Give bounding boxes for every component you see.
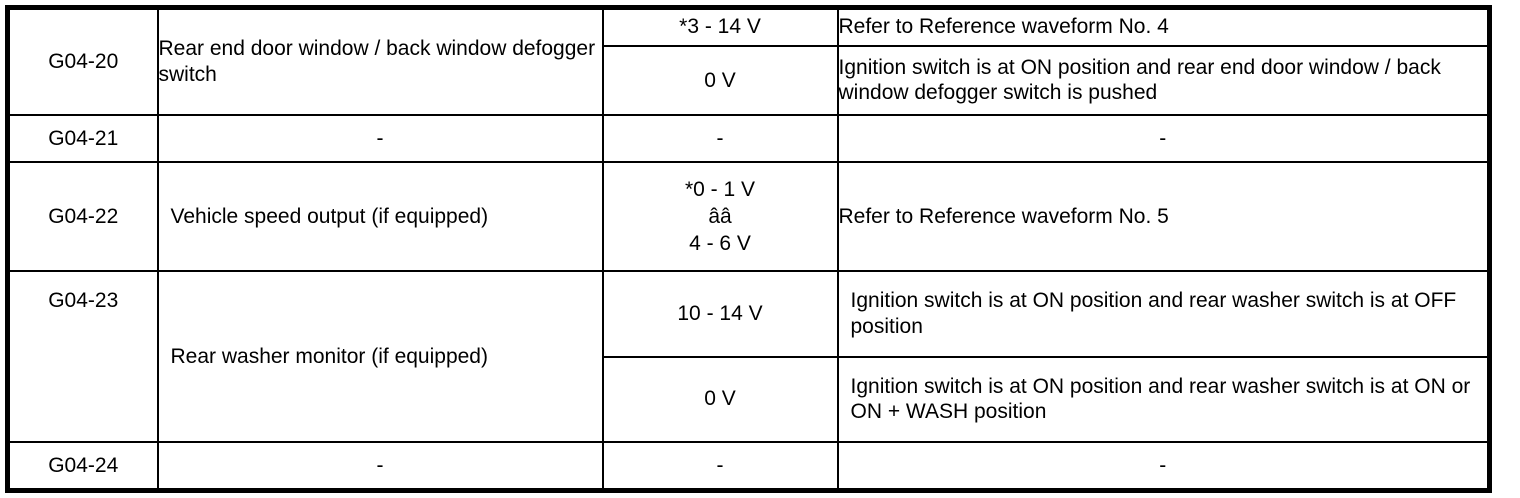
table-row: G04-23 Rear washer monitor (if equipped)… bbox=[6, 270, 1491, 443]
voltage-line-3: 4 - 6 V bbox=[689, 232, 751, 256]
terminal-voltage-table: G04-20 Rear end door window / back windo… bbox=[5, 5, 1492, 493]
voltage-cell: - bbox=[601, 114, 839, 163]
terminal-id-cell: G04-22 bbox=[6, 160, 159, 273]
terminal-id-cell: G04-21 bbox=[6, 114, 159, 163]
voltage-cell: *0 - 1 V ââ 4 - 6 V bbox=[601, 160, 839, 273]
table-row: G04-22 Vehicle speed output (if equipped… bbox=[6, 160, 1491, 273]
voltage-cell: 0 V bbox=[601, 44, 839, 117]
description-cell: Ignition switch is at ON position and re… bbox=[836, 270, 1491, 358]
terminal-name-cell: Rear end door window / back window defog… bbox=[156, 6, 604, 117]
table-row: G04-21 - - - bbox=[6, 114, 1491, 163]
description-cell: - bbox=[836, 114, 1491, 163]
description-cell: Ignition switch is at ON position and re… bbox=[836, 355, 1491, 443]
table-row: G04-24 - - - bbox=[6, 440, 1491, 492]
description-cell: Refer to Reference waveform No. 4 bbox=[836, 6, 1491, 47]
terminal-id-cell: G04-20 bbox=[6, 6, 159, 117]
description-cell: Ignition switch is at ON position and re… bbox=[836, 44, 1491, 117]
description-cell: - bbox=[836, 440, 1491, 492]
terminal-name-cell: - bbox=[156, 114, 604, 163]
voltage-line-1: *0 - 1 V bbox=[684, 177, 756, 201]
voltage-cell: - bbox=[601, 440, 839, 492]
description-cell: Refer to Reference waveform No. 5 bbox=[836, 160, 1491, 273]
terminal-id-cell: G04-23 bbox=[6, 270, 159, 443]
table-row: 0 V Ignition switch is at ON position an… bbox=[8, 44, 1491, 117]
table-row: G04-20 Rear end door window / back windo… bbox=[6, 6, 1491, 117]
voltage-line-2: ââ bbox=[708, 204, 732, 228]
terminal-name-cell: Rear washer monitor (if equipped) bbox=[156, 270, 604, 443]
voltage-cell: *3 - 14 V bbox=[601, 6, 839, 47]
terminal-name-cell: Vehicle speed output (if equipped) bbox=[156, 160, 604, 273]
terminal-id-cell: G04-24 bbox=[6, 440, 159, 492]
table-row: 0 V Ignition switch is at ON position an… bbox=[8, 355, 1491, 443]
terminal-name-cell: - bbox=[156, 440, 604, 492]
voltage-cell: 10 - 14 V bbox=[601, 270, 839, 358]
voltage-cell: 0 V bbox=[601, 355, 839, 443]
